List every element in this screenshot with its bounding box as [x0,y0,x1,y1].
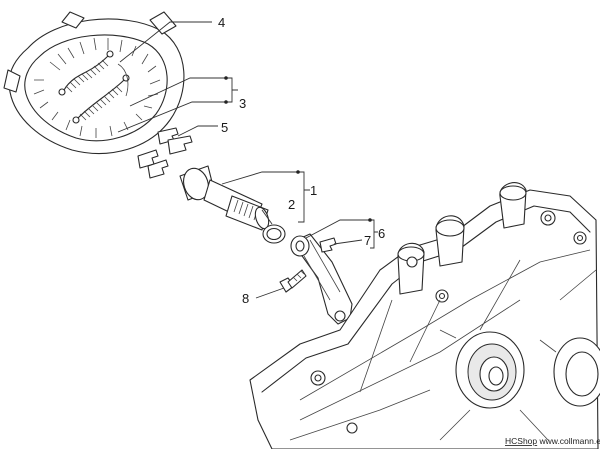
callout-1: 1 [310,183,317,198]
callout-7: 7 [364,233,371,248]
brake-camshaft [179,165,270,231]
credit-site: www.collmann.eu [537,436,600,446]
watermark-credit: HCShop www.collmann.eu [505,436,600,446]
spring-upper [58,50,114,96]
callout-8: 8 [242,291,249,306]
callout-3: 3 [239,96,246,111]
callout-6: 6 [378,226,385,241]
engine-casing [249,182,600,449]
callout-2: 2 [288,197,295,212]
leader-lines [117,21,378,299]
brake-shoe-assembly [3,11,185,154]
callout-numbers: 4 3 5 1 2 6 7 8 [218,15,385,306]
brake-clips [137,127,193,179]
o-ring [262,224,286,244]
credit-shop: HCShop [505,436,537,446]
spring-lower [72,74,130,124]
callout-5: 5 [221,120,228,135]
lever-spring-clip [319,237,337,253]
callout-4: 4 [218,15,225,30]
bolt [279,269,307,293]
